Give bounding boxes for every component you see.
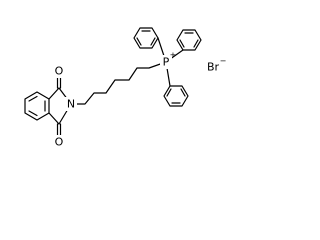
oxygen-top-label: O xyxy=(55,65,64,78)
bromide-label: Br xyxy=(207,61,220,74)
phthalimide-benzene-ring xyxy=(24,91,50,121)
phosphorus-charge: + xyxy=(170,51,177,60)
carbonyl-bottom xyxy=(56,123,62,136)
phenyl-ring-top-left xyxy=(133,27,167,63)
carbonyl-top xyxy=(56,76,62,89)
phenyl-ring-top-right xyxy=(165,29,202,63)
nitrogen-label: N xyxy=(67,98,75,111)
bromide-charge: − xyxy=(220,57,227,66)
hexyl-chain xyxy=(70,61,167,105)
phosphorus-label: P xyxy=(163,56,170,69)
oxygen-bottom-label: O xyxy=(55,136,64,149)
phenyl-ring-bottom xyxy=(163,61,189,107)
structure-diagram: P + N O O Br − xyxy=(24,27,227,149)
